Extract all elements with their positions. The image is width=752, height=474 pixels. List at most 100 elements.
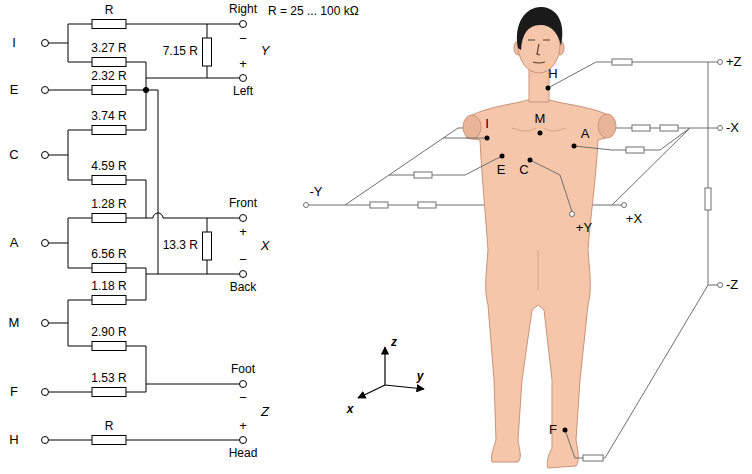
resistor-value: 2.90 R (91, 326, 126, 339)
terminal-letter: F (10, 385, 18, 399)
resistor-symbol (92, 126, 126, 135)
lead-direction: -X (726, 121, 739, 135)
lead-wire (565, 285, 708, 458)
axis-arrow (384, 347, 385, 385)
body-outline (466, 100, 612, 468)
terminal-symbol (42, 87, 49, 94)
lead-direction: -Y (310, 185, 323, 199)
terminal-symbol (42, 389, 49, 396)
terminal-letter: I (12, 36, 16, 50)
resistor-value: 1.18 R (91, 280, 126, 293)
resistance-range: R = 25 ... 100 kΩ (268, 5, 359, 18)
lead-direction: +X (626, 212, 642, 226)
terminal-letter: H (9, 433, 18, 447)
terminal-symbol (240, 381, 247, 388)
lead-wire (389, 138, 465, 175)
resistor-value: 1.28 R (91, 198, 126, 211)
terminal-name: Head (229, 447, 258, 460)
resistor-symbol (92, 296, 126, 305)
resistor-value: 1.53 R (91, 372, 126, 385)
circuit-wire (49, 24, 240, 440)
resistor-symbol (660, 125, 678, 131)
electrode-dot (546, 86, 551, 91)
resistor-value: 7.15 R (163, 45, 198, 58)
resistor-value: R (105, 4, 114, 17)
electrode-label: M (535, 112, 546, 126)
terminal-symbol (42, 437, 49, 444)
terminal-symbol (42, 240, 49, 247)
lead-wire (574, 146, 612, 150)
terminal-name: Right (229, 3, 257, 16)
resistor-symbol (414, 172, 432, 178)
lead-wire (465, 62, 718, 458)
electrode-label: F (549, 423, 557, 437)
polarity-sign: − (239, 391, 247, 405)
resistor-symbol (583, 455, 603, 461)
polarity-sign: − (239, 253, 247, 267)
resistor-symbol (92, 20, 126, 29)
lead-terminal (718, 126, 723, 131)
electrode-label: H (548, 67, 557, 81)
face-feature (528, 40, 550, 63)
resistor-symbol (612, 59, 632, 65)
axis-arrow (385, 385, 424, 389)
lead-name: X (261, 239, 270, 253)
polarity-sign: − (239, 32, 247, 46)
terminal-symbol (42, 21, 247, 444)
terminal-symbol (240, 75, 247, 82)
resistor-value: 6.56 R (91, 248, 126, 261)
terminal-name: Back (230, 281, 257, 294)
terminal-symbol (240, 215, 247, 222)
lead-terminal (622, 203, 627, 208)
lead-terminal (718, 60, 723, 65)
terminal-symbol (240, 271, 247, 278)
electrode-dot (500, 154, 505, 159)
electrode-label: A (581, 127, 590, 141)
terminal-symbol (42, 152, 49, 159)
body-shading (512, 128, 566, 290)
axis-label: x (347, 403, 354, 416)
lead-direction: +Z (726, 55, 742, 69)
resistor-symbol (632, 125, 650, 131)
resistor-symbol (705, 188, 711, 210)
lead-terminal (570, 212, 575, 217)
lead-terminal (304, 60, 723, 288)
resistor-value: 2.32 R (91, 70, 126, 83)
terminal-letter: M (9, 316, 20, 330)
arm-stump (598, 114, 616, 138)
resistor-symbol (626, 147, 644, 153)
polarity-sign: + (239, 419, 247, 433)
lead-name: Z (261, 405, 269, 419)
resistor-symbol (92, 388, 126, 397)
terminal-letter: E (10, 83, 19, 97)
resistor-value: R (105, 420, 114, 433)
resistor-symbol (92, 58, 126, 67)
electrode-label: C (519, 163, 528, 177)
resistor-symbol (92, 86, 126, 95)
terminal-name: Left (233, 85, 253, 98)
electrode-dot (528, 158, 533, 163)
resistor-symbol (203, 38, 212, 66)
resistor-value: 4.59 R (91, 160, 126, 173)
resistor-symbol (92, 20, 212, 445)
junction-dot (143, 87, 149, 93)
terminal-name: Foot (231, 363, 255, 376)
resistor-symbol (92, 436, 126, 445)
terminal-symbol (240, 437, 247, 444)
terminal-name: Front (229, 197, 257, 210)
lead-direction: -Z (726, 278, 738, 292)
terminal-letter: C (9, 148, 18, 162)
electrode-dot (538, 131, 543, 136)
resistor-value: 3.74 R (91, 110, 126, 123)
lead-name: Y (261, 44, 270, 58)
axis-label: y (417, 370, 424, 383)
electrode-label: E (497, 163, 506, 177)
axis-label: z (391, 336, 397, 349)
lead-terminal (718, 283, 723, 288)
human-figure (463, 7, 616, 468)
electrode-dot (485, 136, 490, 141)
lead-wire (530, 160, 572, 212)
resistor-symbol (203, 232, 212, 260)
lead-direction: +Y (576, 221, 592, 235)
